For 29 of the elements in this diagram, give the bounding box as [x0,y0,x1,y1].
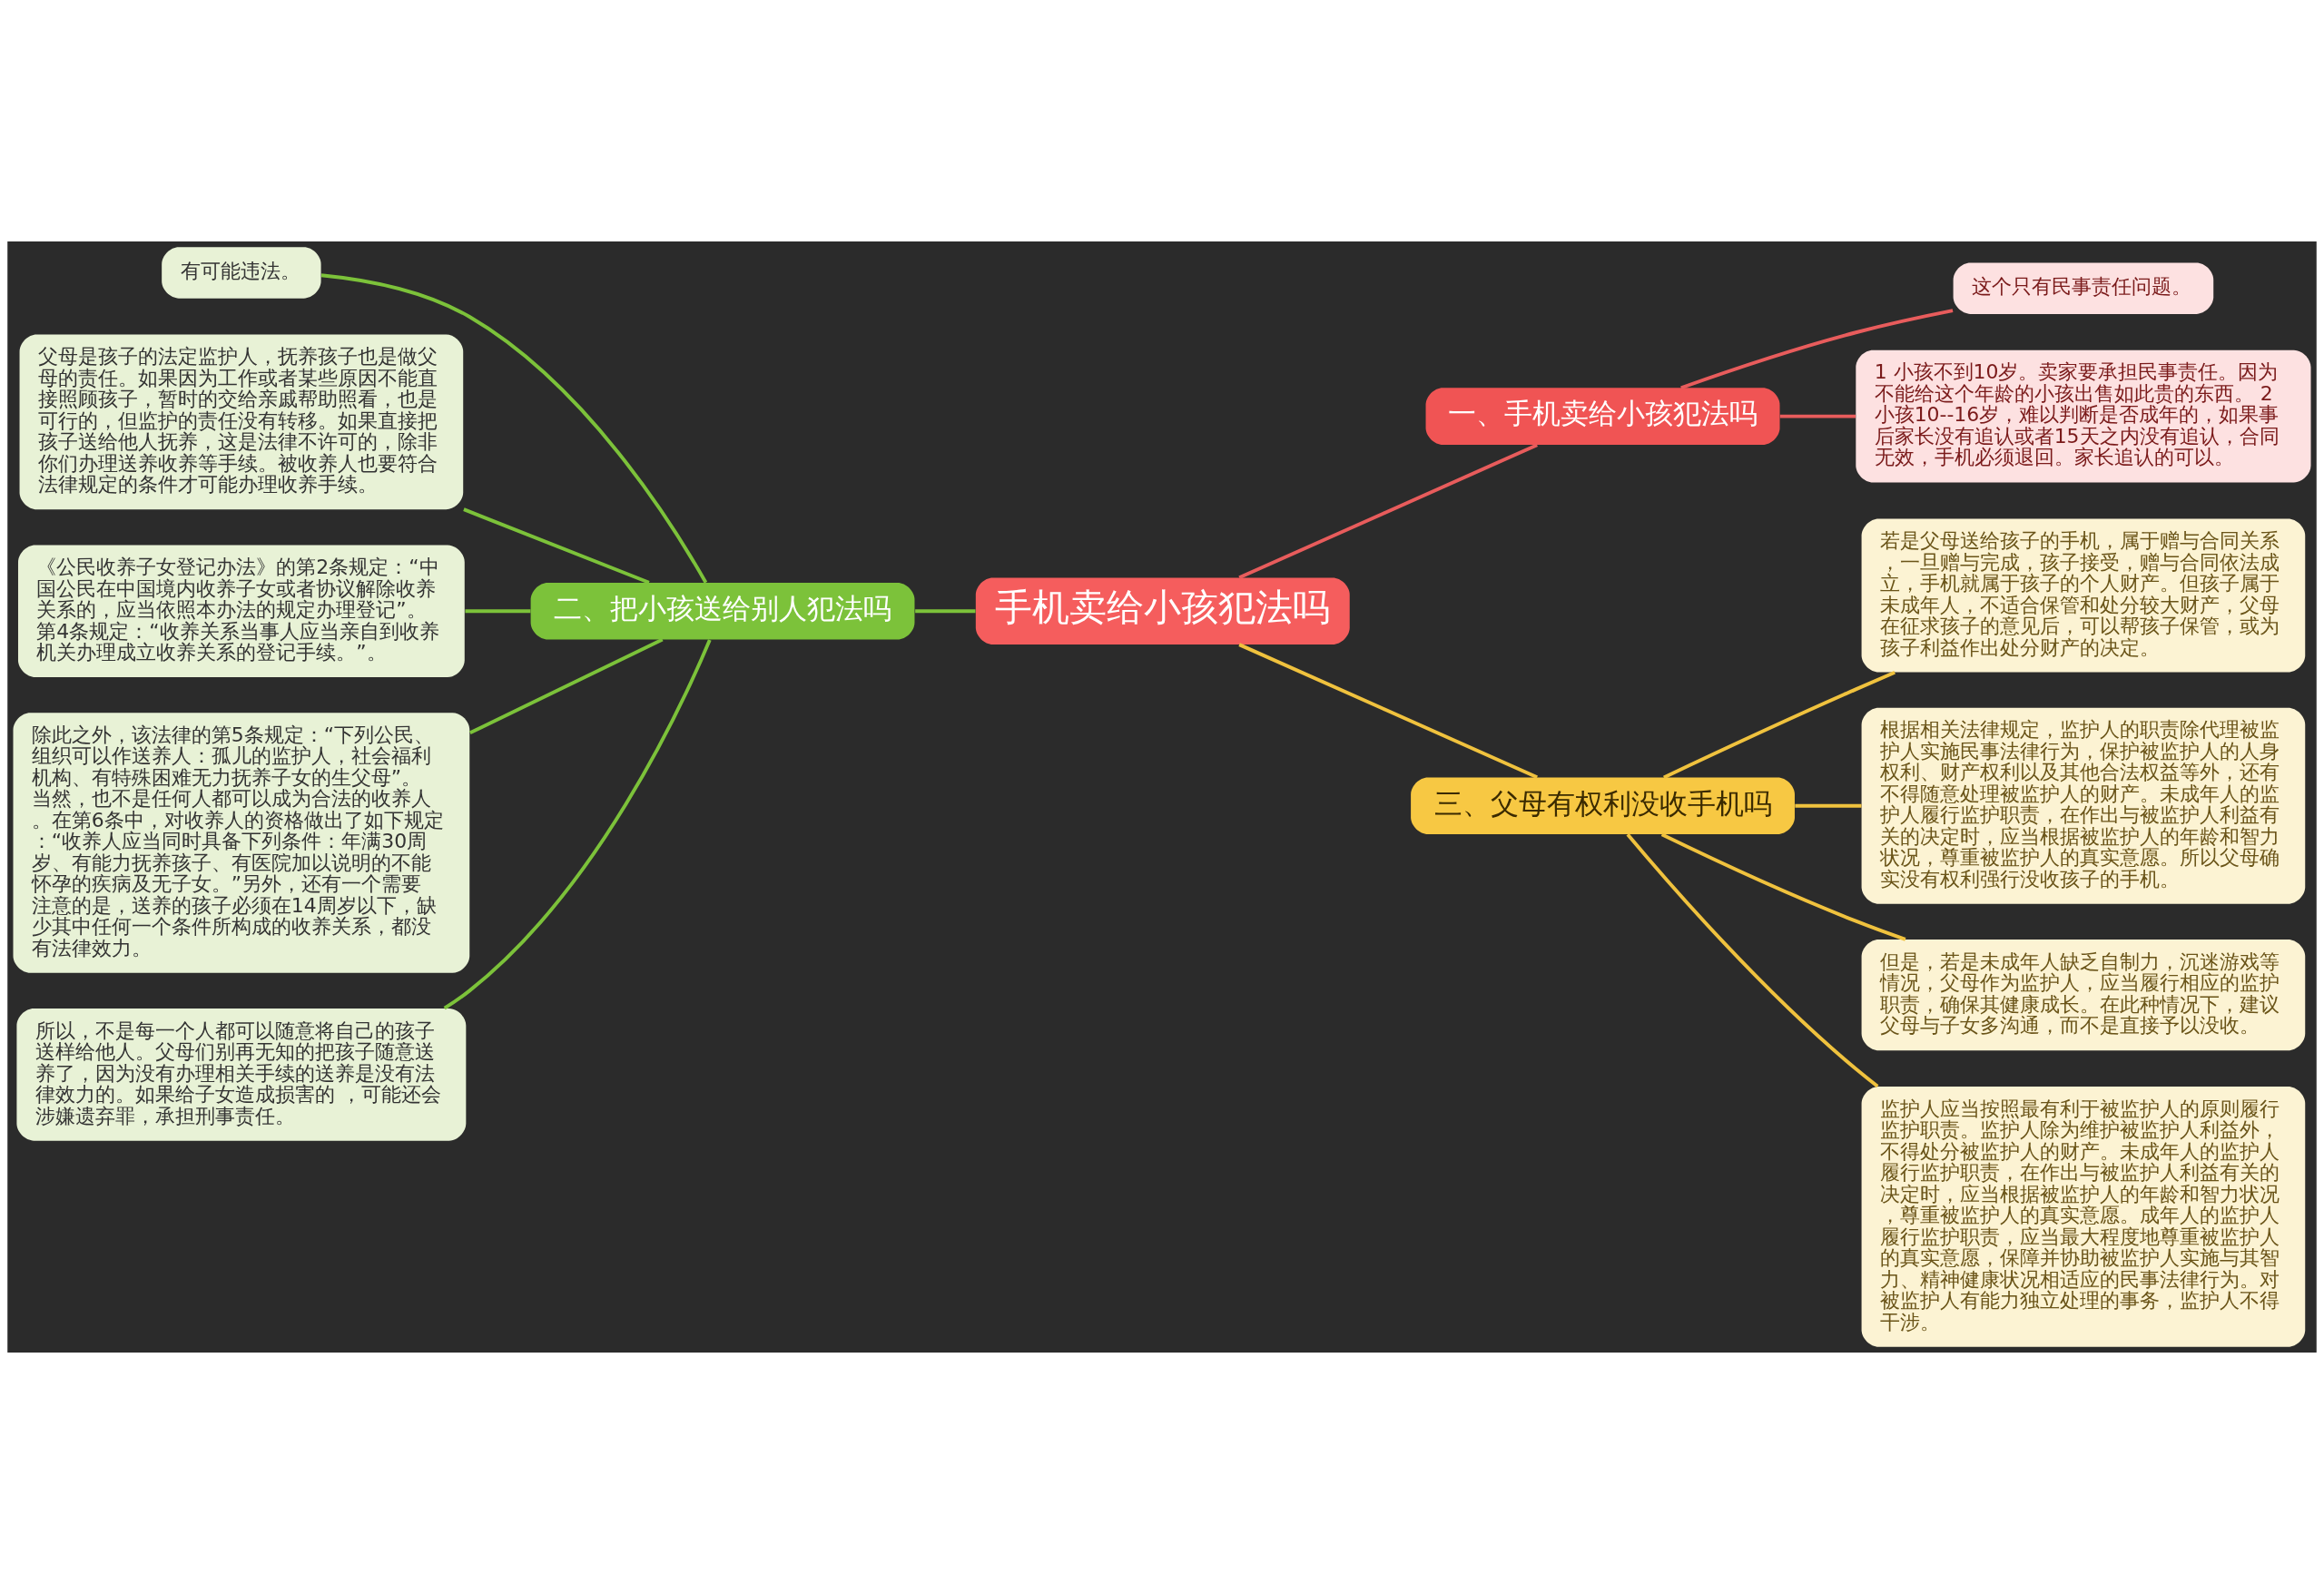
connector [1660,832,1906,941]
node-box: 若是父母送给孩子的手机，属于赠与合同关系，一旦赠与完成，孩子接受，赠与合同依法成立，手机就属于孩子的个人财产。但孩子属于未成年人，不适合保管和处分较大财产，父母在征求孩子的意见后，可以帮孩子保管，或为孩子利益作出处分财产的决定。 [1861,518,2306,673]
node-box: 三、父母有权利没收手机吗 [1411,777,1795,835]
connector [320,273,708,584]
node-box: 除此之外，该法律的第5条规定：“下列公民、组织可以作送养人：孤儿的监护人，社会福利机构、有特殊困难无力抚养子女的生父母”。当然，也不是任何人都可以成为合法的收养人。在第6条中，对收养人的资格做出了如下规定：“收养人应当同时具备下列条件：年满30周岁、有能力抚养孩子、有医院加以说明的不能怀孕的疾病及无子女。”另外，还有一个需要注意的是，送养的孩子必须在14周岁以下，缺少其中任何一个条件所构成的收养关系，都没有法律效力。 [13,713,470,973]
connector [443,639,712,1010]
node-box: 父母是孩子的法定监护人，抚养孩子也是做父母的责任。如果因为工作或者某些原因不能直接照顾孩子，暂时的交给亲戚帮助照看，也是可行的，但监护的责任没有转移。如果直接把孩子送给他人抚养，这是法律不许可的，除非你们办理送养收养等手续。被收养人也要符合法律规定的条件才可能办理收养手续。 [19,334,464,510]
node-box: 二、把小孩送给别人犯法吗 [530,582,915,640]
connector [465,609,531,614]
node-box: 这个只有民事责任问题。 [1953,262,2214,314]
node-box: 《公民收养子女登记办法》的第2条规定：“中国公民在中国境内收养子女或者协议解除收养关系的，应当依照本办法的规定办理登记”。第4条规定：“收养关系当事人应当亲自到收养机关办理成立收养关系的登记手续。”。 [18,545,465,678]
node-box: 1 小孩不到10岁。卖家要承担民事责任。因为不能给这个年龄的小孩出售如此贵的东西。 2 小孩10--16岁，难以判断是否成年的，如果事后家长没有追认或者15天之内没有追认，合同无效，手机必须退回。家长追认的可以。 [1856,349,2311,483]
connector [1779,414,1856,418]
connector [1680,309,1954,390]
connector [1795,803,1862,808]
connector [1626,832,1879,1088]
node-box: 手机卖给小孩犯法吗 [975,577,1350,644]
connector [1238,643,1538,780]
node-box: 监护人应当按照最有利于被监护人的原则履行监护职责。监护人除为维护被监护人利益外，不得处分被监护人的财产。未成年人的监护人履行监护职责，在作出与被监护人利益有关的决定时，应当根据被监护人的年龄和智力状况，尊重被监护人的真实意愿。成年人的监护人履行监护职责，应当最大程度地尊重被监护人的真实意愿，保障并协助被监护人实施与其智力、精神健康状况相适应的民事法律行为。对被监护人有能力独立处理的事务，监护人不得干涉。 [1861,1087,2306,1347]
node-box: 一、手机卖给小孩犯法吗 [1425,388,1780,445]
connector [463,507,650,585]
connector [1663,671,1896,780]
node-box: 但是，若是未成年人缺乏自制力，沉迷游戏等情况，父母作为监护人，应当履行相应的监护职责，确保其健康成长。在此种情况下，建议父母与子女多沟通，而不是直接予以没收。 [1861,940,2306,1051]
connector [915,609,976,614]
connector [1238,443,1538,580]
node-box: 所以，不是每一个人都可以随意将自己的孩子送样给他人。父母们别再无知的把孩子随意送养了，因为没有办理相关手续的送养是没有法律效力的。如果给子女造成损害的 ，可能还会涉嫌遗弃罪，承担刑事责任。 [16,1009,467,1141]
node-box: 有可能违法。 [162,247,321,299]
node-box: 根据相关法律规定，监护人的职责除代理被监护人实施民事法律行为，保护被监护人的人身权利、财产权利以及其他合法权益等外，还有不得随意处理被监护人的财产。未成年人的监护人履行监护职责，在作出与被监护人利益有关的决定时，应当根据被监护人的年龄和智力状况，尊重被监护人的真实意愿。所以父母确实没有权利强行没收孩子的手机。 [1861,707,2306,904]
connector [468,637,664,734]
